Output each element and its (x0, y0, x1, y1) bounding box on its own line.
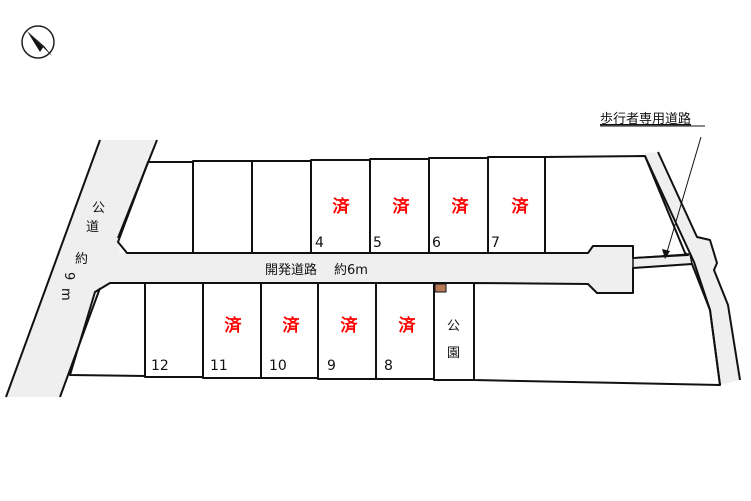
park-label: 公 (447, 319, 460, 334)
lot-top-3[interactable] (251, 160, 312, 254)
park-label: 園 (447, 346, 460, 361)
lot-top-1[interactable] (117, 161, 194, 254)
lot-number: 4 (315, 235, 324, 251)
sold-mark: 済 (452, 196, 470, 217)
public-road-label: 約 (75, 252, 88, 267)
public-road-label: 9 (61, 272, 76, 280)
right-road (645, 152, 740, 385)
lot-bottom-west[interactable] (69, 282, 146, 377)
lot-top-2[interactable] (192, 160, 253, 254)
dev-road-width: 約6m (334, 263, 368, 278)
sold-mark: 済 (399, 315, 417, 336)
sold-mark: 済 (225, 315, 243, 336)
lot-number: 10 (269, 358, 287, 374)
arrow-head-icon (662, 249, 670, 259)
sold-mark: 済 (283, 315, 301, 336)
lot-top-east[interactable] (544, 155, 689, 259)
pedestrian-road-label: 歩行者専用道路 (600, 111, 691, 127)
sold-mark: 済 (341, 315, 359, 336)
development-road (100, 246, 633, 293)
lot-number: 12 (151, 358, 169, 374)
lot-number: 5 (373, 235, 382, 251)
park-marker (434, 283, 447, 293)
public-road (6, 140, 157, 397)
public-road-label: 道 (86, 220, 99, 235)
sold-mark: 済 (512, 196, 530, 217)
lot-number: 8 (384, 358, 393, 374)
lot-number: 7 (491, 235, 500, 251)
public-road-label: 公 (92, 201, 105, 216)
dev-road-label: 開発道路 (265, 262, 317, 278)
lot-number: 6 (432, 235, 441, 251)
lot-bottom-east[interactable] (473, 263, 721, 386)
lot-number: 9 (327, 358, 336, 374)
north-compass-icon (21, 25, 55, 59)
sold-mark: 済 (333, 196, 351, 217)
public-road-label: m (58, 288, 73, 301)
lot-number: 11 (210, 358, 228, 374)
sold-mark: 済 (393, 196, 411, 217)
callout-arrow (666, 136, 702, 253)
